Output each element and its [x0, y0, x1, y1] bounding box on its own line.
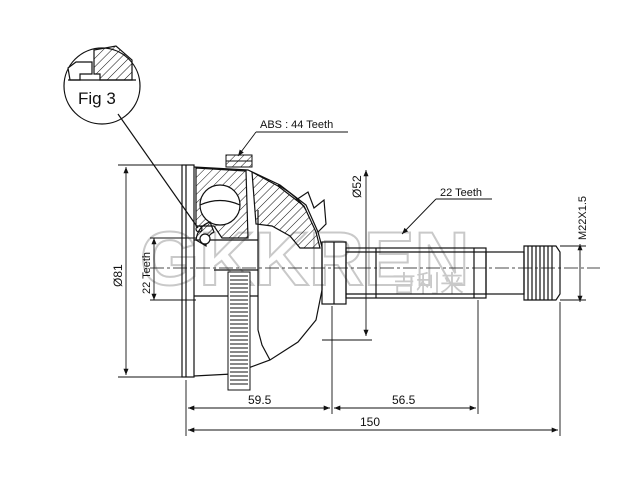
abs-teeth-label: ABS : 44 Teeth: [260, 119, 333, 131]
callout-leader: [117, 113, 199, 229]
dimension-lines: [118, 131, 586, 436]
overall-length-label: 150: [360, 415, 380, 429]
thread-label: M22X1.5: [577, 196, 589, 240]
dimension-labels: Ø81 22 Teeth Ø52 M22X1.5 ABS : 44 Teeth …: [111, 119, 589, 429]
callout-label: Fig 3: [78, 89, 116, 108]
outer-housing: [181, 164, 327, 378]
outer-spline-label: 22 Teeth: [440, 187, 482, 199]
bell-length-label: 59.5: [248, 393, 272, 407]
abs-ring: [225, 154, 253, 391]
shaft-diameter-label: Ø52: [350, 175, 364, 198]
shaft-length-label: 56.5: [392, 393, 416, 407]
thread-neck: [485, 251, 525, 295]
threaded-end: [523, 245, 561, 301]
inner-spline-label: 22 Teeth: [141, 252, 153, 294]
housing-flange: [181, 164, 195, 378]
watermark-chinese: 吉利来: [392, 270, 464, 298]
stub-shaft: [321, 241, 561, 305]
fig3-callout: Fig 3: [63, 45, 203, 233]
outer-diameter-label: Ø81: [111, 264, 125, 287]
cage-ball: [199, 184, 241, 226]
